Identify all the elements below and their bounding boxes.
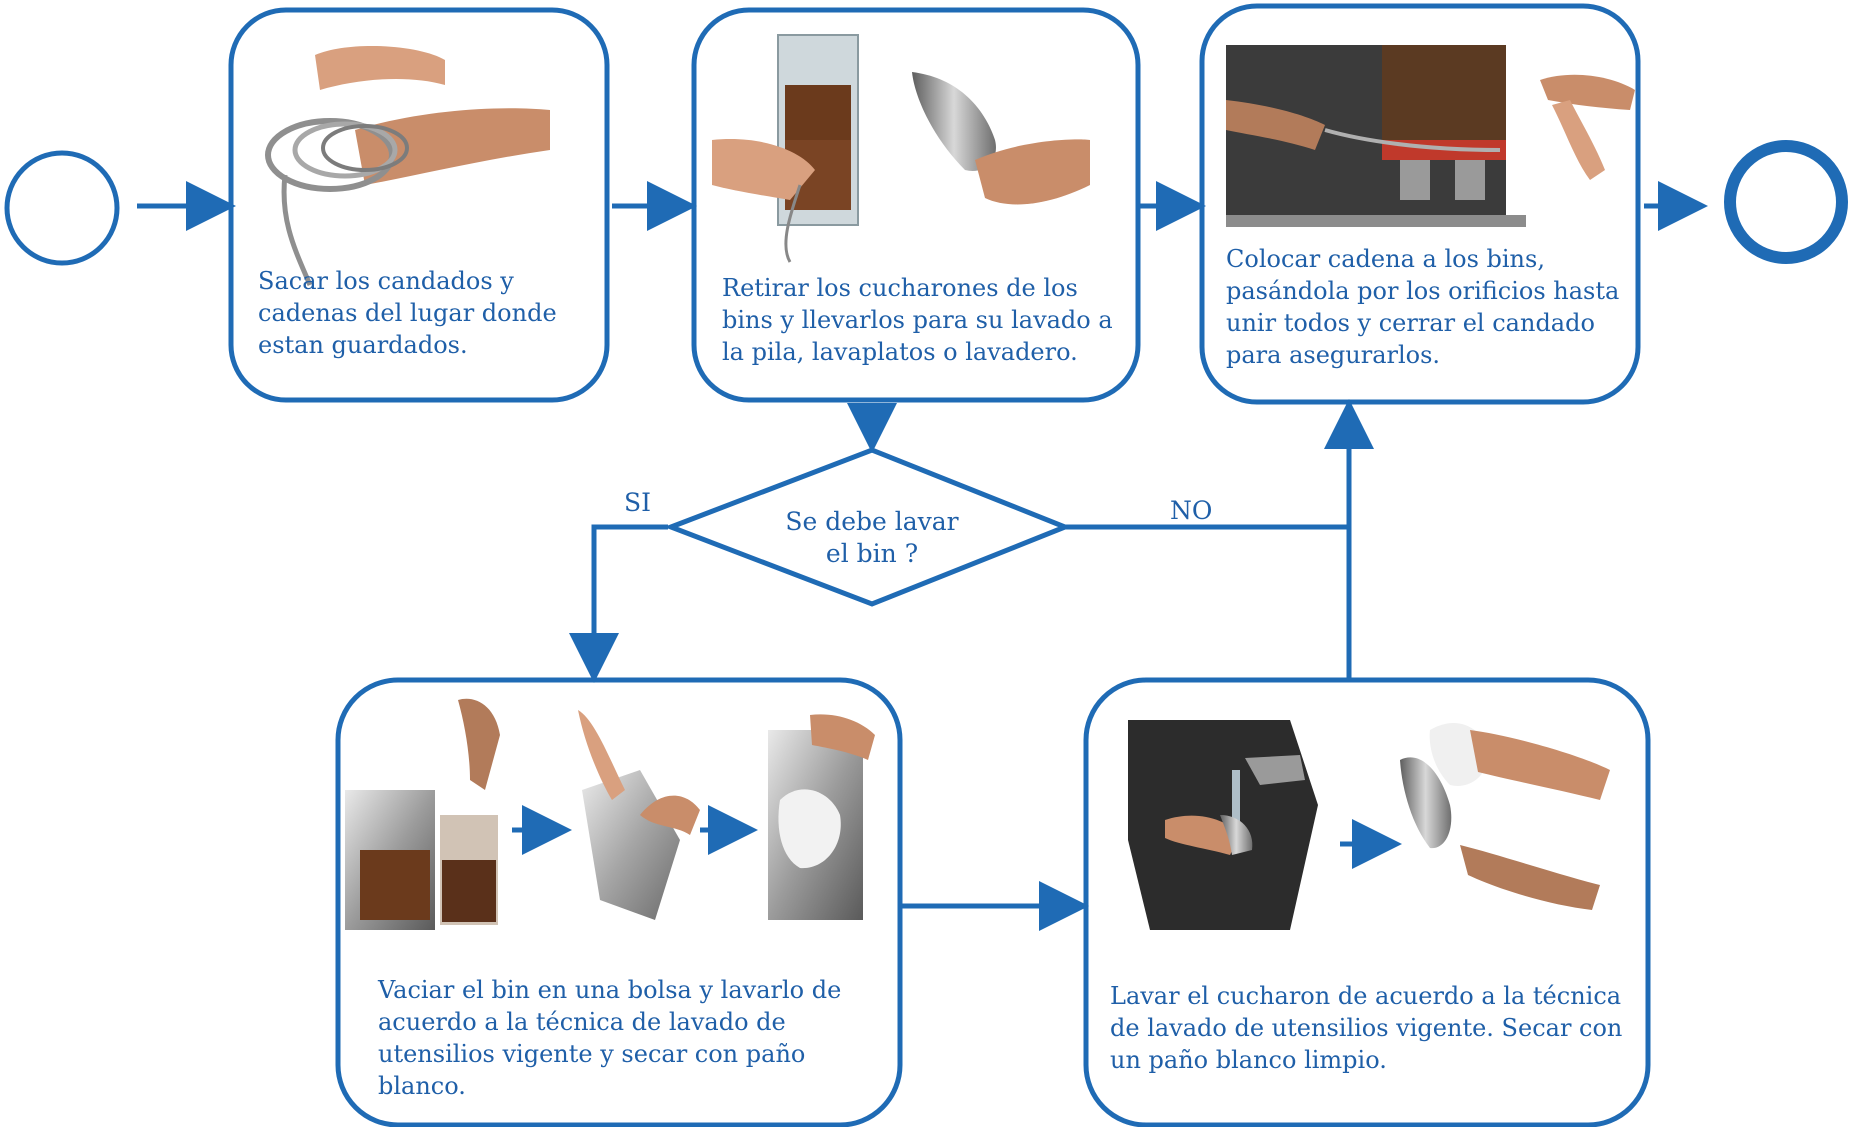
step4-photo-drying-bin (768, 714, 875, 920)
yes-label: SI (624, 488, 652, 517)
decision-text: Se debe lavar el bin ? (785, 507, 959, 568)
step-4-text: Vaciar el bin en una bolsa y lavarlo de … (378, 976, 842, 1100)
step-2-text: Retirar los cucharones de los bins y lle… (722, 274, 1113, 366)
step2-photo-bin-scoop (712, 34, 1090, 263)
step4-photo-washing-bin (578, 710, 700, 920)
step-5-text: Lavar el cucharon de acuerdo a la técnic… (1110, 982, 1623, 1074)
start-node (4, 150, 120, 266)
step3-photo-chained-bins (1226, 45, 1635, 227)
arrow-decision-yes-to-step4 (569, 524, 668, 683)
step1-photo-chain (265, 45, 550, 286)
step-1-text: Sacar los candados y cadenas del lugar d… (258, 267, 557, 359)
no-label: NO (1170, 496, 1213, 525)
step4-photo-empty-bin (345, 698, 500, 930)
step-3-text: Colocar cadena a los bins, pasándola por… (1226, 245, 1620, 369)
end-node (1724, 140, 1848, 264)
step5-photo-drying-scoop (1400, 722, 1610, 910)
step5-photo-washing-scoop (1128, 720, 1318, 930)
